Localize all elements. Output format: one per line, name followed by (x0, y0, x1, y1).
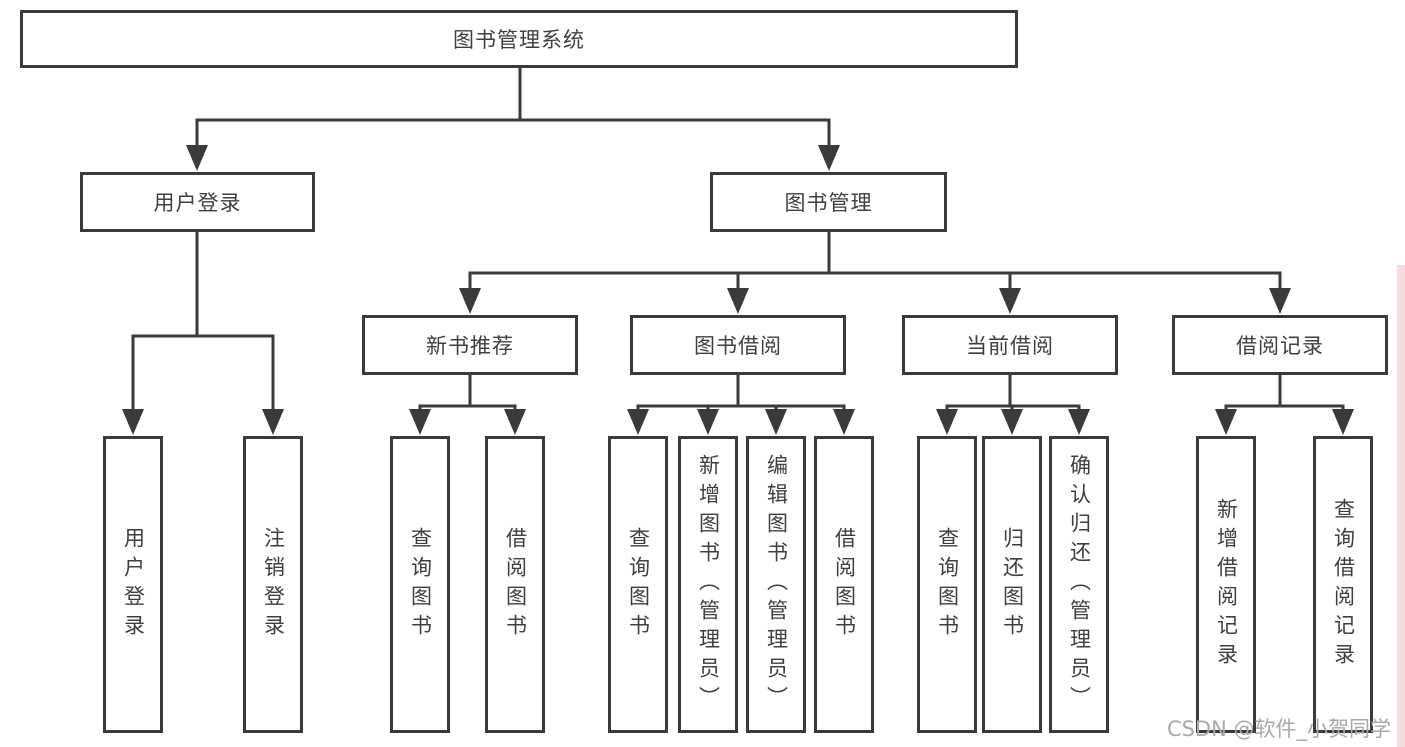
leaf-return-books: 归还图书 (982, 436, 1042, 733)
leaf-query-books-2: 查询图书 (608, 436, 668, 733)
leaf-query-books-1-label: 查询图书 (408, 526, 433, 643)
leaf-query-books-1: 查询图书 (390, 436, 450, 733)
watermark: CSDN @软件_小贺同学 (1166, 717, 1391, 741)
leaf-borrow-books-2-label: 借阅图书 (832, 526, 857, 643)
node-user-login: 用户登录 (80, 172, 315, 232)
leaf-query-books-3-label: 查询图书 (935, 526, 960, 643)
node-borrow-records: 借阅记录 (1172, 315, 1388, 375)
node-root: 图书管理系统 (20, 10, 1018, 68)
leaf-query-borrow-record: 查询借阅记录 (1313, 436, 1373, 733)
connector-borrow-records-to-leaves (1215, 374, 1354, 435)
leaf-add-books-admin-label: 新增图书（管理员） (696, 454, 721, 715)
node-current-borrow: 当前借阅 (902, 315, 1118, 375)
node-root-label: 图书管理系统 (453, 28, 585, 52)
leaf-borrow-books-1-label: 借阅图书 (503, 526, 528, 643)
leaf-query-borrow-record-label: 查询借阅记录 (1331, 497, 1356, 672)
node-book-management-label: 图书管理 (784, 191, 873, 215)
connector-current-borrow-to-leaves (936, 374, 1090, 435)
leaf-logout-label: 注销登录 (261, 526, 286, 643)
leaf-confirm-return-admin-label: 确认归还（管理员） (1067, 454, 1092, 715)
leaf-add-borrow-record-label: 新增借阅记录 (1214, 497, 1239, 672)
node-book-borrow-label: 图书借阅 (694, 334, 782, 358)
leaf-user-login-label: 用户登录 (121, 526, 146, 643)
leaf-borrow-books-1: 借阅图书 (485, 436, 545, 733)
leaf-edit-books-admin-label: 编辑图书（管理员） (764, 454, 789, 715)
connector-root-to-level2 (186, 68, 840, 171)
leaf-user-login: 用户登录 (103, 436, 163, 733)
node-borrow-records-label: 借阅记录 (1236, 334, 1324, 358)
leaf-confirm-return-admin: 确认归还（管理员） (1049, 436, 1109, 733)
node-book-borrow: 图书借阅 (630, 315, 846, 375)
leaf-logout: 注销登录 (243, 436, 303, 733)
leaf-query-books-3: 查询图书 (917, 436, 977, 733)
leaf-return-books-label: 归还图书 (1000, 526, 1025, 643)
right-edge-strip (1397, 265, 1405, 747)
leaf-add-books-admin: 新增图书（管理员） (678, 436, 738, 733)
leaf-add-borrow-record: 新增借阅记录 (1196, 436, 1256, 733)
node-book-management: 图书管理 (710, 172, 947, 232)
node-new-book-recommend: 新书推荐 (362, 315, 578, 375)
node-user-login-label: 用户登录 (153, 191, 242, 215)
node-new-book-recommend-label: 新书推荐 (426, 334, 514, 358)
connector-new-book-to-leaves (409, 374, 526, 435)
leaf-query-books-2-label: 查询图书 (626, 526, 651, 643)
connector-user-login-to-leaves (122, 232, 284, 435)
node-current-borrow-label: 当前借阅 (966, 334, 1054, 358)
leaf-edit-books-admin: 编辑图书（管理员） (746, 436, 806, 733)
connector-book-management-to-level3 (459, 232, 1291, 314)
leaf-borrow-books-2: 借阅图书 (814, 436, 874, 733)
connector-book-borrow-to-leaves (627, 374, 855, 435)
